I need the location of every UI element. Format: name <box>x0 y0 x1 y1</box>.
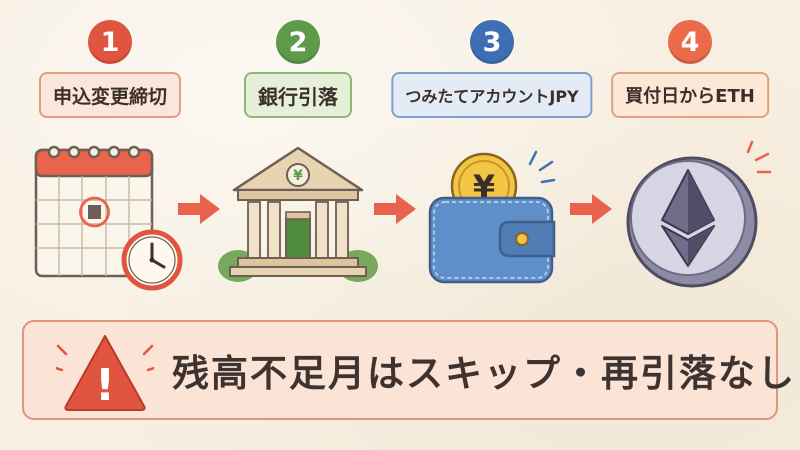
warning-triangle-icon: ! <box>56 335 154 411</box>
coin-yen-symbol: ¥ <box>473 168 495 206</box>
wallet-yen-coin-icon: ¥ <box>428 150 556 284</box>
step-number-1: 1 <box>88 20 132 64</box>
arrow-2-to-3 <box>374 194 416 224</box>
bank-yen-symbol: ¥ <box>293 168 303 184</box>
step-label-deadline: 申込変更締切 <box>38 72 182 118</box>
arrow-3-to-4 <box>570 194 612 224</box>
warning-mark: ! <box>95 360 115 411</box>
bank-icon: ¥ <box>218 146 378 282</box>
ethereum-coin-icon <box>626 140 772 288</box>
step-number-2: 2 <box>276 20 320 64</box>
step-label-buy-eth: 買付日からETH <box>611 72 769 118</box>
step-label-bank-debit: 銀行引落 <box>244 72 352 118</box>
step-1: 1 申込変更締切 <box>20 0 200 300</box>
calendar-clock-icon <box>34 145 183 291</box>
step-2: 2 銀行引落 ¥ <box>208 0 388 300</box>
arrow-1-to-2 <box>178 194 220 224</box>
step-number-3: 3 <box>470 20 514 64</box>
step-4: 4 買付日からETH <box>600 0 780 300</box>
step-number-4: 4 <box>668 20 712 64</box>
step-label-account-jpy: つみたてアカウントJPY <box>391 72 593 118</box>
step-3: 3 つみたてアカウントJPY ¥ <box>391 0 593 300</box>
warning-text: 残高不足月はスキップ・再引落なし <box>172 352 796 395</box>
warning-banner: ! 残高不足月はスキップ・再引落なし <box>22 320 796 420</box>
